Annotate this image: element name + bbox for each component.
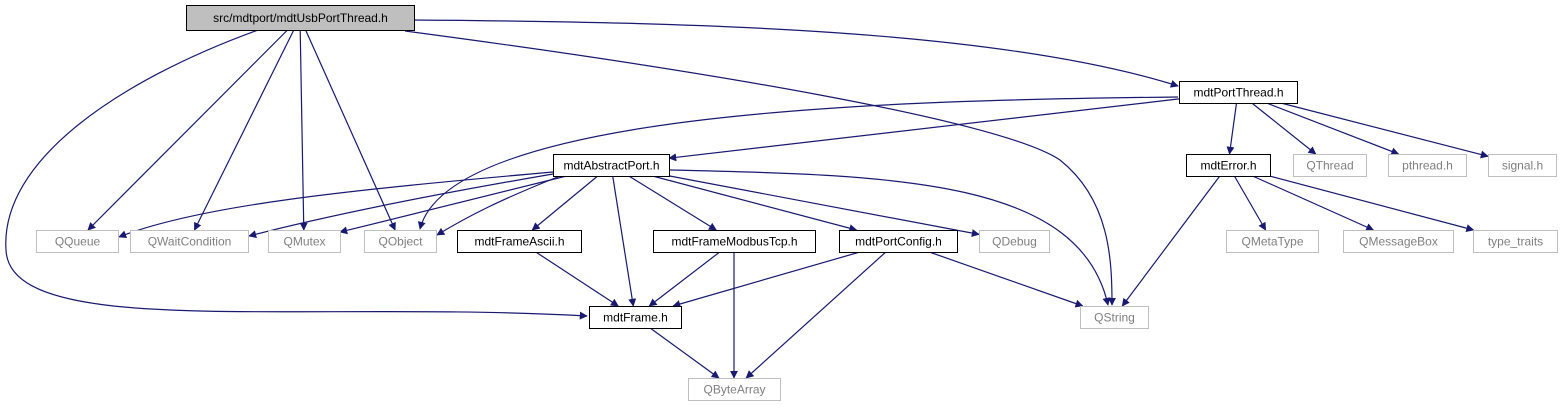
node-root: src/mdtport/mdtUsbPortThread.h: [186, 5, 415, 31]
edge-mdtAbstractPort-to-mdtFrameAscii: [531, 175, 599, 231]
node-signal: signal.h: [1488, 154, 1557, 177]
edge-mdtAbstractPort-to-QMutex: [339, 175, 567, 235]
node-box: [1388, 154, 1467, 177]
node-label: QMetaType: [1241, 235, 1303, 249]
node-mdtAbstractPort[interactable]: mdtAbstractPort.h: [553, 154, 670, 177]
edge-mdtFrame-to-QByteArray: [649, 327, 720, 379]
node-label: mdtFrameModbusTcp.h: [671, 235, 797, 249]
nodes-layer: src/mdtport/mdtUsbPortThread.h mdtPortThr…: [36, 5, 1558, 401]
node-label: mdtPortConfig.h: [855, 235, 942, 249]
edge-mdtError-to-QString: [1121, 175, 1221, 307]
edge-mdtAbstractPort-to-QQueue: [118, 171, 554, 239]
edge-root-to-mdtFrame: [5, 29, 588, 320]
node-label: QObject: [378, 235, 423, 249]
node-QString: QString: [1080, 306, 1149, 329]
node-label: signal.h: [1502, 159, 1543, 173]
node-label: QThread: [1306, 159, 1353, 173]
edge-mdtPortThread-to-QThread: [1251, 102, 1317, 155]
node-QThread: QThread: [1293, 154, 1367, 177]
node-label: QString: [1094, 311, 1135, 325]
node-label: mdtAbstractPort.h: [563, 159, 659, 173]
node-box: [1343, 230, 1454, 253]
node-box: [457, 230, 582, 253]
node-box: [1293, 154, 1367, 177]
edge-mdtAbstractPort-to-mdtPortConfig: [652, 175, 858, 233]
edge-mdtAbstractPort-to-QDebug: [668, 175, 980, 237]
node-box: [1179, 81, 1298, 104]
edge-mdtPortThread-to-signal: [1280, 102, 1489, 159]
node-mdtFrameAscii[interactable]: mdtFrameAscii.h: [457, 230, 582, 253]
node-label: mdtFrameAscii.h: [474, 235, 564, 249]
node-pthread: pthread.h: [1388, 154, 1467, 177]
node-label: mdtError.h: [1200, 159, 1256, 173]
node-box: [653, 230, 816, 253]
node-label: pthread.h: [1402, 159, 1453, 173]
edge-mdtAbstractPort-to-QString: [669, 169, 1111, 306]
node-box: [1473, 230, 1558, 253]
edge-mdtPortConfig-to-QByteArray: [745, 251, 887, 379]
node-label: src/mdtport/mdtUsbPortThread.h: [213, 11, 388, 25]
edge-mdtAbstractPort-to-QObject: [436, 175, 561, 236]
edges-layer: [5, 19, 1489, 379]
node-QDebug: QDebug: [979, 230, 1050, 253]
node-QByteArray: QByteArray: [688, 378, 781, 401]
node-QQueue: QQueue: [36, 230, 119, 253]
node-box: [839, 230, 958, 253]
node-mdtFrame[interactable]: mdtFrame.h: [589, 306, 682, 329]
edge-mdtError-to-QMetaType: [1233, 175, 1267, 231]
node-box: [36, 230, 119, 253]
node-type_traits: type_traits: [1473, 230, 1558, 253]
node-QMutex: QMutex: [268, 230, 341, 253]
edge-mdtPortConfig-to-mdtFrame: [672, 251, 861, 308]
edge-mdtAbstractPort-to-QWaitCondition: [248, 173, 554, 239]
edge-mdtAbstractPort-to-mdtFrameModbusTcp: [628, 175, 717, 231]
edge-mdtPortThread-to-pthread: [1266, 102, 1400, 156]
node-box: [553, 154, 670, 177]
edge-root-to-QWaitCondition: [193, 29, 295, 231]
node-QWaitCondition: QWaitCondition: [130, 230, 249, 253]
node-box: [364, 230, 437, 253]
node-label: QDebug: [992, 235, 1037, 249]
node-label: QMessageBox: [1359, 235, 1438, 249]
node-box: [1488, 154, 1557, 177]
node-label: QMutex: [283, 235, 325, 249]
edge-mdtPortThread-to-mdtAbstractPort: [668, 98, 1180, 162]
node-mdtPortConfig[interactable]: mdtPortConfig.h: [839, 230, 958, 253]
edge-root-to-QQueue: [87, 29, 288, 231]
node-box: [979, 230, 1050, 253]
node-label: type_traits: [1488, 235, 1543, 249]
node-QMetaType: QMetaType: [1226, 230, 1319, 253]
node-box: [186, 5, 415, 31]
node-box: [130, 230, 249, 253]
edge-mdtFrameAscii-to-mdtFrame: [535, 251, 619, 307]
edge-mdtError-to-QMessageBox: [1252, 175, 1375, 231]
edge-mdtPortConfig-to-QString: [929, 251, 1084, 308]
node-mdtFrameModbusTcp[interactable]: mdtFrameModbusTcp.h: [653, 230, 816, 253]
node-box: [688, 378, 781, 401]
node-mdtPortThread[interactable]: mdtPortThread.h: [1179, 81, 1298, 104]
node-box: [1186, 154, 1271, 177]
node-label: mdtFrame.h: [603, 311, 668, 325]
edge-mdtPortThread-to-QObject: [417, 96, 1179, 230]
node-box: [1226, 230, 1319, 253]
edge-root-to-QMutex: [299, 29, 308, 231]
edge-mdtError-to-type_traits: [1269, 175, 1475, 233]
node-box: [589, 306, 682, 329]
node-label: QWaitCondition: [148, 235, 232, 249]
edge-mdtFrameModbusTcp-to-mdtFrame: [648, 251, 721, 307]
edge-mdtPortThread-to-mdtError: [1226, 102, 1238, 155]
edge-root-to-QObject: [305, 29, 396, 231]
edge-root-to-mdtPortThread: [409, 19, 1179, 88]
edge-mdtAbstractPort-to-mdtFrame: [612, 175, 637, 307]
node-mdtError[interactable]: mdtError.h: [1186, 154, 1271, 177]
edge-root-to-QString: [404, 30, 1116, 306]
node-box: [268, 230, 341, 253]
node-box: [1080, 306, 1149, 329]
node-label: QQueue: [55, 235, 101, 249]
node-QMessageBox: QMessageBox: [1343, 230, 1454, 253]
node-QObject: QObject: [364, 230, 437, 253]
node-label: QByteArray: [703, 383, 765, 397]
node-label: mdtPortThread.h: [1193, 86, 1283, 100]
